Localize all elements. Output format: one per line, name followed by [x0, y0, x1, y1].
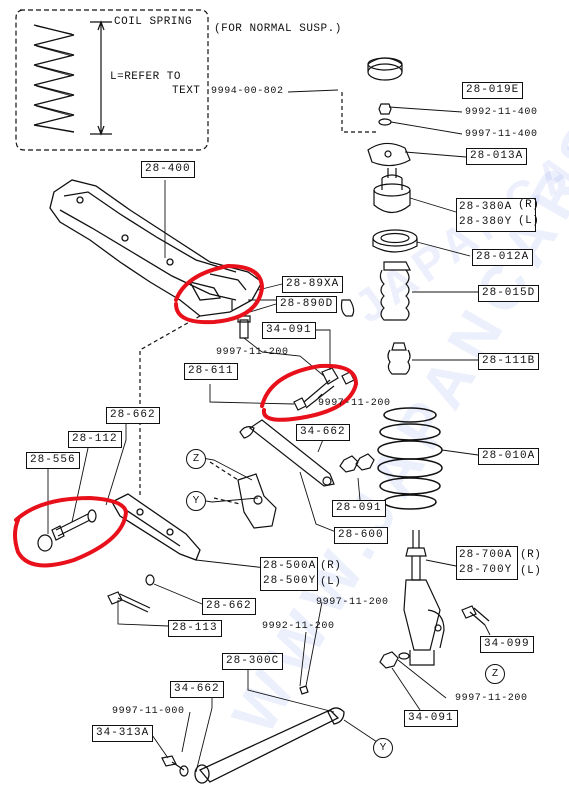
callout-28-556: 28-556 — [26, 452, 80, 469]
part-number-9992-11-400: 9992-11-400 — [465, 107, 538, 118]
callout-28-113: 28-113 — [168, 620, 222, 637]
washer-28-662 — [145, 574, 155, 586]
strut-upper-parts — [367, 57, 418, 375]
callout-28-380-group: 28-380A 28-380Y — [456, 198, 536, 232]
bushing-28-556 — [37, 534, 53, 552]
bolt-28-890D — [237, 315, 251, 339]
callout-28-700Y: 28-700Y — [459, 564, 513, 576]
part-number-9994-00-802: 9994-00-802 — [211, 86, 284, 97]
inset-note: (FOR NORMAL SUSP.) — [214, 23, 342, 35]
reference-marker-z-lower: Z — [485, 664, 505, 684]
callout-28-015D: 28-015D — [478, 285, 540, 302]
lateral-link — [239, 419, 335, 487]
reference-marker-z-upper: Z — [186, 449, 206, 469]
callout-28-010A: 28-010A — [478, 448, 540, 465]
bolt-34-099 — [461, 605, 490, 626]
callout-28-400: 28-400 — [141, 161, 195, 178]
callout-28-380Y: 28-380Y — [459, 216, 513, 228]
crossmember — [49, 179, 263, 317]
highlight-crossmember-mount — [174, 263, 265, 325]
bolt-28-113 — [107, 591, 151, 613]
part-number-9997-11-400: 9997-11-400 — [465, 129, 538, 140]
callout-28-500Y: 28-500Y — [263, 575, 317, 587]
callout-28-600: 28-600 — [334, 527, 388, 544]
part-number-9992-11-200: 9992-11-200 — [262, 621, 335, 632]
part-number-9997-11-200-upper: 9997-11-200 — [216, 347, 289, 358]
callout-34-313A: 34-313A — [92, 725, 154, 742]
callout-34-091-upper: 34-091 — [262, 322, 316, 339]
callout-28-890D: 28-890D — [276, 296, 338, 313]
callout-28-111B: 28-111B — [478, 353, 540, 370]
callout-28-700A-side: (R) — [520, 549, 542, 561]
callout-28-611: 28-611 — [184, 363, 238, 380]
callout-28-700A: 28-700A — [459, 549, 513, 561]
callout-28-380A: 28-380A — [459, 201, 513, 213]
inset-title: COIL SPRING — [114, 16, 193, 28]
red-highlight-marks — [13, 263, 359, 568]
length-dimension — [90, 20, 112, 136]
callout-28-380A-side: (R) — [518, 199, 540, 211]
callout-34-662-lower: 34-662 — [170, 681, 224, 698]
knuckle-bracket — [237, 473, 277, 529]
reference-marker-y-lower: Y — [373, 738, 393, 758]
callout-28-500A: 28-500A — [263, 560, 317, 572]
callout-28-500A-side: (R) — [320, 560, 342, 572]
highlight-trailing-arm-bolt — [13, 495, 129, 568]
callout-28-300C: 28-300C — [222, 653, 284, 670]
callout-34-662-upper: 34-662 — [296, 424, 350, 441]
callout-28-662-lower: 28-662 — [202, 598, 256, 615]
callout-28-700Y-side: (L) — [520, 565, 542, 577]
inset-frame — [15, 9, 209, 151]
leader-lines — [47, 89, 491, 773]
callout-28-013A: 28-013A — [466, 148, 528, 165]
bolt-34-313A — [161, 755, 185, 771]
part-number-9997-11-200-lower: 9997-11-200 — [455, 693, 528, 704]
main-coil-spring — [377, 407, 443, 510]
callout-28-012A: 28-012A — [472, 249, 534, 266]
shock-absorber — [403, 530, 445, 666]
inset-coil-spring — [33, 24, 75, 133]
callout-28-380Y-side: (L) — [518, 215, 540, 227]
callout-28-700-group: 28-700A 28-700Y — [456, 546, 518, 580]
callout-28-500-group: 28-500A 28-500Y — [260, 557, 318, 591]
callout-28-091: 28-091 — [332, 500, 386, 517]
callout-34-091-lower: 34-091 — [404, 710, 458, 727]
callout-28-662-upper: 28-662 — [106, 407, 160, 424]
callout-28-112: 28-112 — [68, 431, 122, 448]
inset-length-label-2: TEXT — [172, 85, 201, 97]
inset-length-label: L=REFER TO — [110, 71, 182, 83]
callout-34-099: 34-099 — [480, 636, 534, 653]
lower-link — [194, 707, 345, 784]
callout-28-019E: 28-019E — [462, 82, 524, 99]
callout-28-89XA: 28-89XA — [282, 276, 344, 293]
part-number-9997-11-200-mid: 9997-11-200 — [316, 597, 389, 608]
reference-marker-y-upper: Y — [186, 491, 206, 511]
nut-lower-right — [379, 651, 399, 669]
nut-28-091 — [339, 453, 375, 473]
trailing-arm — [111, 493, 201, 561]
part-number-9997-11-200-link: 9997-11-200 — [318, 398, 391, 409]
highlight-link-bolts — [260, 363, 359, 422]
part-number-9997-11-000: 9997-11-000 — [112, 706, 185, 717]
callout-28-500Y-side: (L) — [320, 576, 342, 588]
